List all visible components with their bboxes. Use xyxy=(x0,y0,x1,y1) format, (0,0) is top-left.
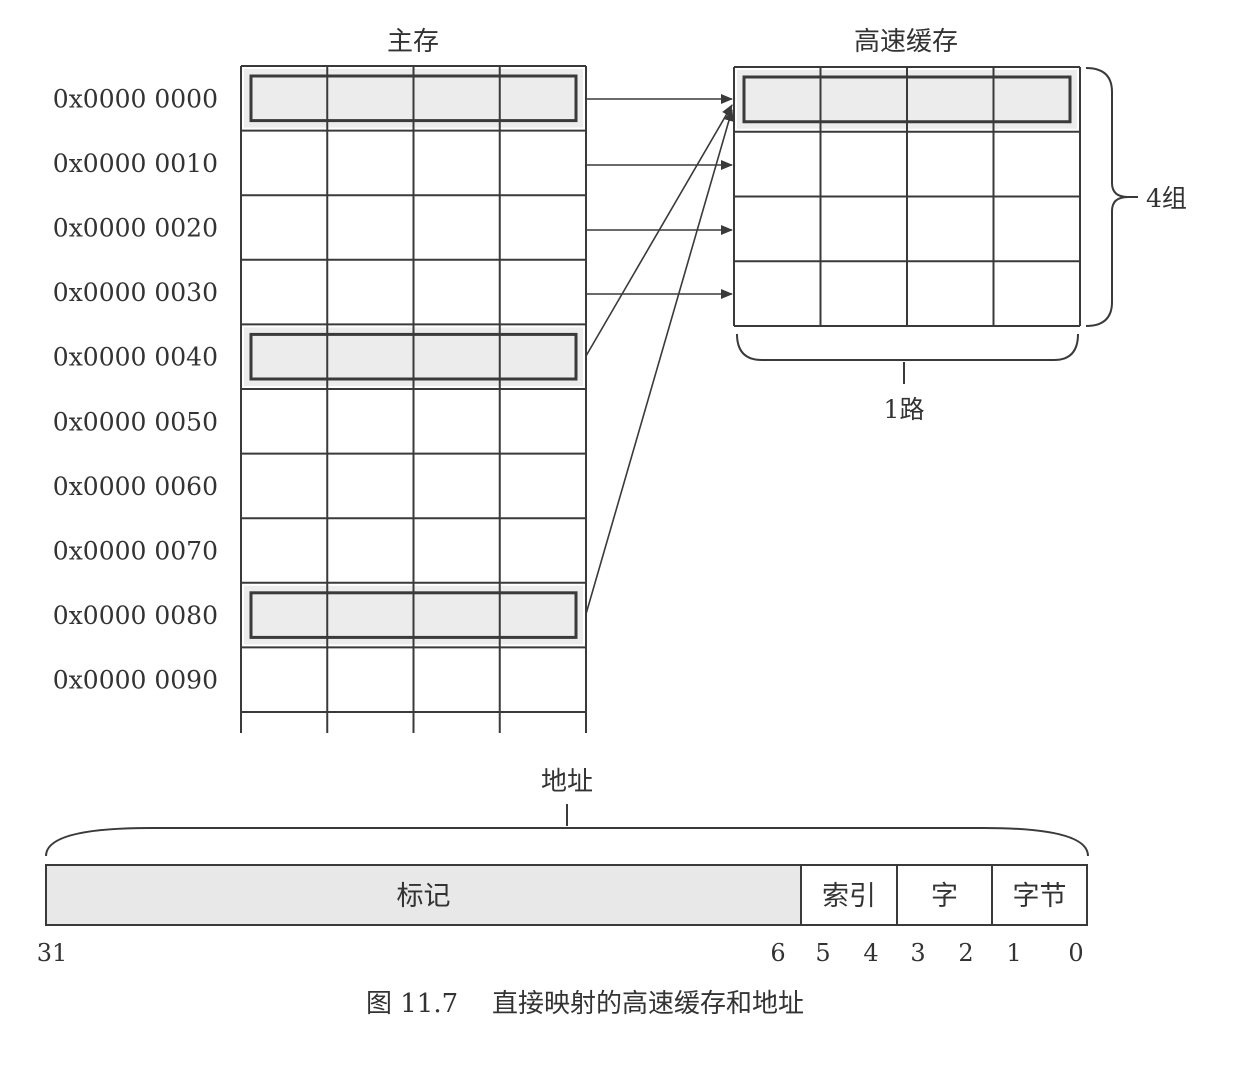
cache-line-outline xyxy=(742,75,1072,124)
memory-block-outline xyxy=(249,332,578,381)
sets-brace xyxy=(1085,67,1129,327)
mapping-arrows xyxy=(585,94,734,615)
memory-address-label: 0x0000 0050 xyxy=(53,407,218,436)
main-memory-grid xyxy=(240,65,587,733)
address-field-label: 索引 xyxy=(822,881,876,912)
address-bit-label: 4 xyxy=(863,939,878,967)
memory-address-label: 0x0000 0090 xyxy=(53,666,218,695)
cache-grid xyxy=(733,66,1081,327)
address-field-label: 字节 xyxy=(1013,881,1067,912)
memory-block-outline xyxy=(249,74,578,123)
address-field-label: 字 xyxy=(931,881,958,912)
address-bit-label: 31 xyxy=(37,939,68,967)
sets-label: 4组 xyxy=(1146,184,1187,213)
address-field-box xyxy=(45,864,802,926)
address-bit-label: 0 xyxy=(1068,939,1083,967)
address-bit-label: 6 xyxy=(770,939,785,967)
address-bit-label: 5 xyxy=(815,939,830,967)
memory-address-label: 0x0000 0040 xyxy=(53,343,218,372)
memory-address-label: 0x0000 0000 xyxy=(53,84,218,113)
ways-label: 1路 xyxy=(884,395,925,424)
ways-brace xyxy=(736,333,1079,361)
main-memory-address-labels: 0x0000 0000 0x0000 0010 0x0000 0020 0x0000 … xyxy=(53,84,218,694)
address-bit-labels: 31 6 5 4 3 2 1 0 xyxy=(37,939,1084,967)
caption-text: 直接映射的高速缓存和地址 xyxy=(492,989,804,1019)
address-field-box xyxy=(800,864,898,926)
address-field-box xyxy=(896,864,993,926)
arrow-row4-to-set0 xyxy=(585,104,733,357)
address-bit-label: 3 xyxy=(910,939,925,967)
memory-address-label: 0x0000 0060 xyxy=(53,472,218,501)
address-field-box xyxy=(991,864,1088,926)
cache: 高速缓存 4组 1路 xyxy=(733,27,1187,424)
address-field-label: 标记 xyxy=(397,881,451,912)
cache-title: 高速缓存 xyxy=(854,27,958,57)
main-memory-title: 主存 xyxy=(387,27,439,57)
address-fields: 标记 索引 字 字节 xyxy=(45,864,1088,926)
memory-block-outline xyxy=(249,591,578,639)
address-bit-label: 1 xyxy=(1006,939,1021,967)
address-brace xyxy=(45,827,1089,857)
memory-address-label: 0x0000 0070 xyxy=(53,537,218,566)
memory-address-label: 0x0000 0010 xyxy=(53,149,218,178)
memory-address-label: 0x0000 0030 xyxy=(53,278,218,307)
figure-caption: 图 11.7 直接映射的高速缓存和地址 xyxy=(366,989,804,1019)
memory-address-label: 0x0000 0080 xyxy=(53,601,218,630)
address-bit-label: 2 xyxy=(958,939,973,967)
memory-address-label: 0x0000 0020 xyxy=(53,214,218,243)
arrow-row8-to-set0 xyxy=(585,109,734,615)
caption-number: 图 11.7 xyxy=(366,989,458,1019)
address-title: 地址 xyxy=(541,767,593,797)
address-format: 地址 标记 索引 字 字节 31 6 5 4 3 2 1 0 xyxy=(37,767,1089,967)
